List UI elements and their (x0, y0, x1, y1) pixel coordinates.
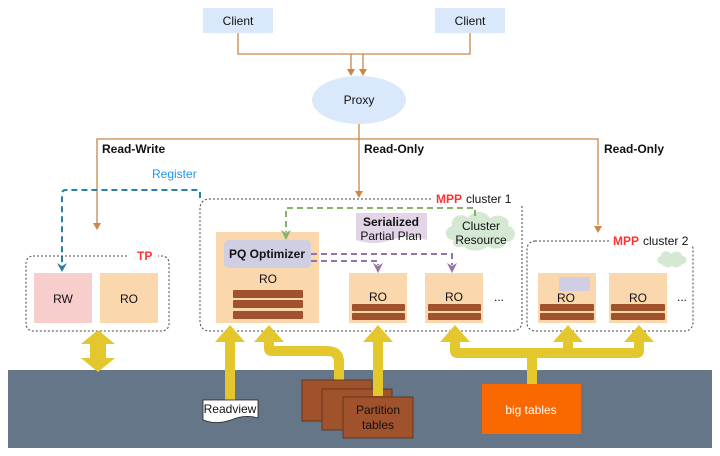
partition-tables-line2: tables (362, 418, 394, 432)
tp-ro-node[interactable]: RO (100, 273, 158, 323)
cluster2-ro-1-label: RO (557, 291, 575, 305)
mpp-cluster-2-prefix: MPP (613, 234, 639, 248)
data-bar (428, 313, 481, 320)
readview-label: Readview (204, 402, 257, 416)
readview-arrow (215, 325, 245, 400)
readview-document[interactable]: Readview (202, 399, 259, 423)
arrowhead (373, 263, 383, 273)
cluster2-ro-node-2[interactable]: RO (609, 273, 667, 323)
cluster-resource-line2: Resource (455, 233, 507, 247)
plan-connector-1 (311, 253, 453, 265)
arrowhead (281, 230, 291, 240)
data-bar (540, 313, 594, 320)
worker-ro-node-2[interactable]: RO (425, 273, 483, 323)
mpp-cluster-1-suffix: cluster 1 (466, 192, 512, 206)
serialized-plan-note: Serialized Partial Plan (356, 213, 427, 243)
mpp-cluster-1-prefix: MPP (436, 192, 462, 206)
data-bar (611, 313, 665, 320)
rw-node-label: RW (53, 292, 73, 306)
pq-optimizer[interactable] (224, 240, 311, 268)
cluster2-ro-node-1[interactable]: RO (538, 273, 596, 323)
resource-connector (285, 207, 476, 232)
proxy[interactable]: Proxy (312, 76, 406, 124)
cluster2-ro-2-label: RO (629, 291, 647, 305)
data-bar (540, 304, 594, 311)
arrowhead (359, 69, 367, 76)
proxy-label: Proxy (344, 93, 375, 107)
plan-note-text: Partial Plan (360, 229, 421, 243)
client-1[interactable]: Client (203, 8, 273, 33)
plan-note-title: Serialized (363, 215, 419, 229)
big-tables-arrow (440, 325, 654, 384)
read-only-route-label-1: Read-Only (364, 142, 424, 156)
coordinator-ro-label: RO (259, 272, 277, 286)
cluster-resource-cloud-small (657, 251, 687, 268)
mpp-cluster-1-ellipsis: ... (494, 290, 504, 304)
mpp-cluster-2-title: MPP cluster 2 (613, 234, 689, 248)
arrowhead (447, 263, 457, 273)
partition-to-coordinator-arrow (254, 325, 344, 380)
arrowhead (355, 191, 363, 198)
arrowhead (347, 69, 355, 76)
cluster-resource-cloud: Cluster Resource (445, 212, 515, 251)
rw-node[interactable]: RW (34, 273, 92, 323)
client-1-label: Client (223, 14, 254, 28)
mpp-cluster-1: MPP cluster 1 PQ Optimizer RO RO RO ... (199, 190, 523, 332)
partition-to-worker-arrow (363, 325, 393, 396)
register-label: Register (152, 167, 197, 181)
mpp-cluster-1-title: MPP cluster 1 (436, 192, 512, 206)
arrowhead (594, 226, 602, 233)
worker-ro-node-1[interactable]: RO (349, 273, 407, 323)
arrowhead (57, 263, 67, 272)
plan-connector-2 (311, 260, 379, 265)
big-tables[interactable]: big tables (482, 384, 581, 434)
mpp-cluster-2: MPP cluster 2 RO RO ... (526, 232, 694, 332)
worker-ro-2-label: RO (445, 290, 463, 304)
client-2-label: Client (455, 14, 486, 28)
pq-optimizer-label: PQ Optimizer (229, 247, 305, 261)
data-bar (611, 304, 665, 311)
partition-tables-line1: Partition (356, 403, 400, 417)
cluster-resource-line1: Cluster (462, 219, 500, 233)
data-bar (352, 304, 405, 311)
big-tables-label: big tables (505, 403, 556, 417)
data-bar (233, 300, 303, 308)
partition-arrow-shaft (373, 378, 383, 396)
proxy-routes (96, 124, 599, 225)
arrowhead (93, 223, 101, 230)
data-bar (352, 313, 405, 320)
tp-cluster: TP RW RO (25, 248, 170, 332)
tp-ro-node-label: RO (120, 292, 138, 306)
client-2[interactable]: Client (435, 8, 505, 33)
mpp-cluster-2-suffix: cluster 2 (643, 234, 689, 248)
coordinator-ro-node[interactable]: PQ Optimizer RO (216, 232, 319, 323)
data-bar (233, 290, 303, 298)
read-only-route-label-2: Read-Only (604, 142, 664, 156)
read-write-route-label: Read-Write (102, 142, 165, 156)
double-arrow (81, 330, 115, 372)
tp-cluster-title: TP (137, 249, 152, 263)
optimizer-placeholder (559, 277, 590, 291)
data-flow-arrows (215, 325, 654, 400)
worker-ro-1-label: RO (369, 290, 387, 304)
data-bar (233, 311, 303, 319)
mpp-cluster-2-ellipsis: ... (677, 290, 687, 304)
client-connectors (237, 33, 471, 72)
data-bar (428, 304, 481, 311)
register-connector (61, 189, 201, 264)
